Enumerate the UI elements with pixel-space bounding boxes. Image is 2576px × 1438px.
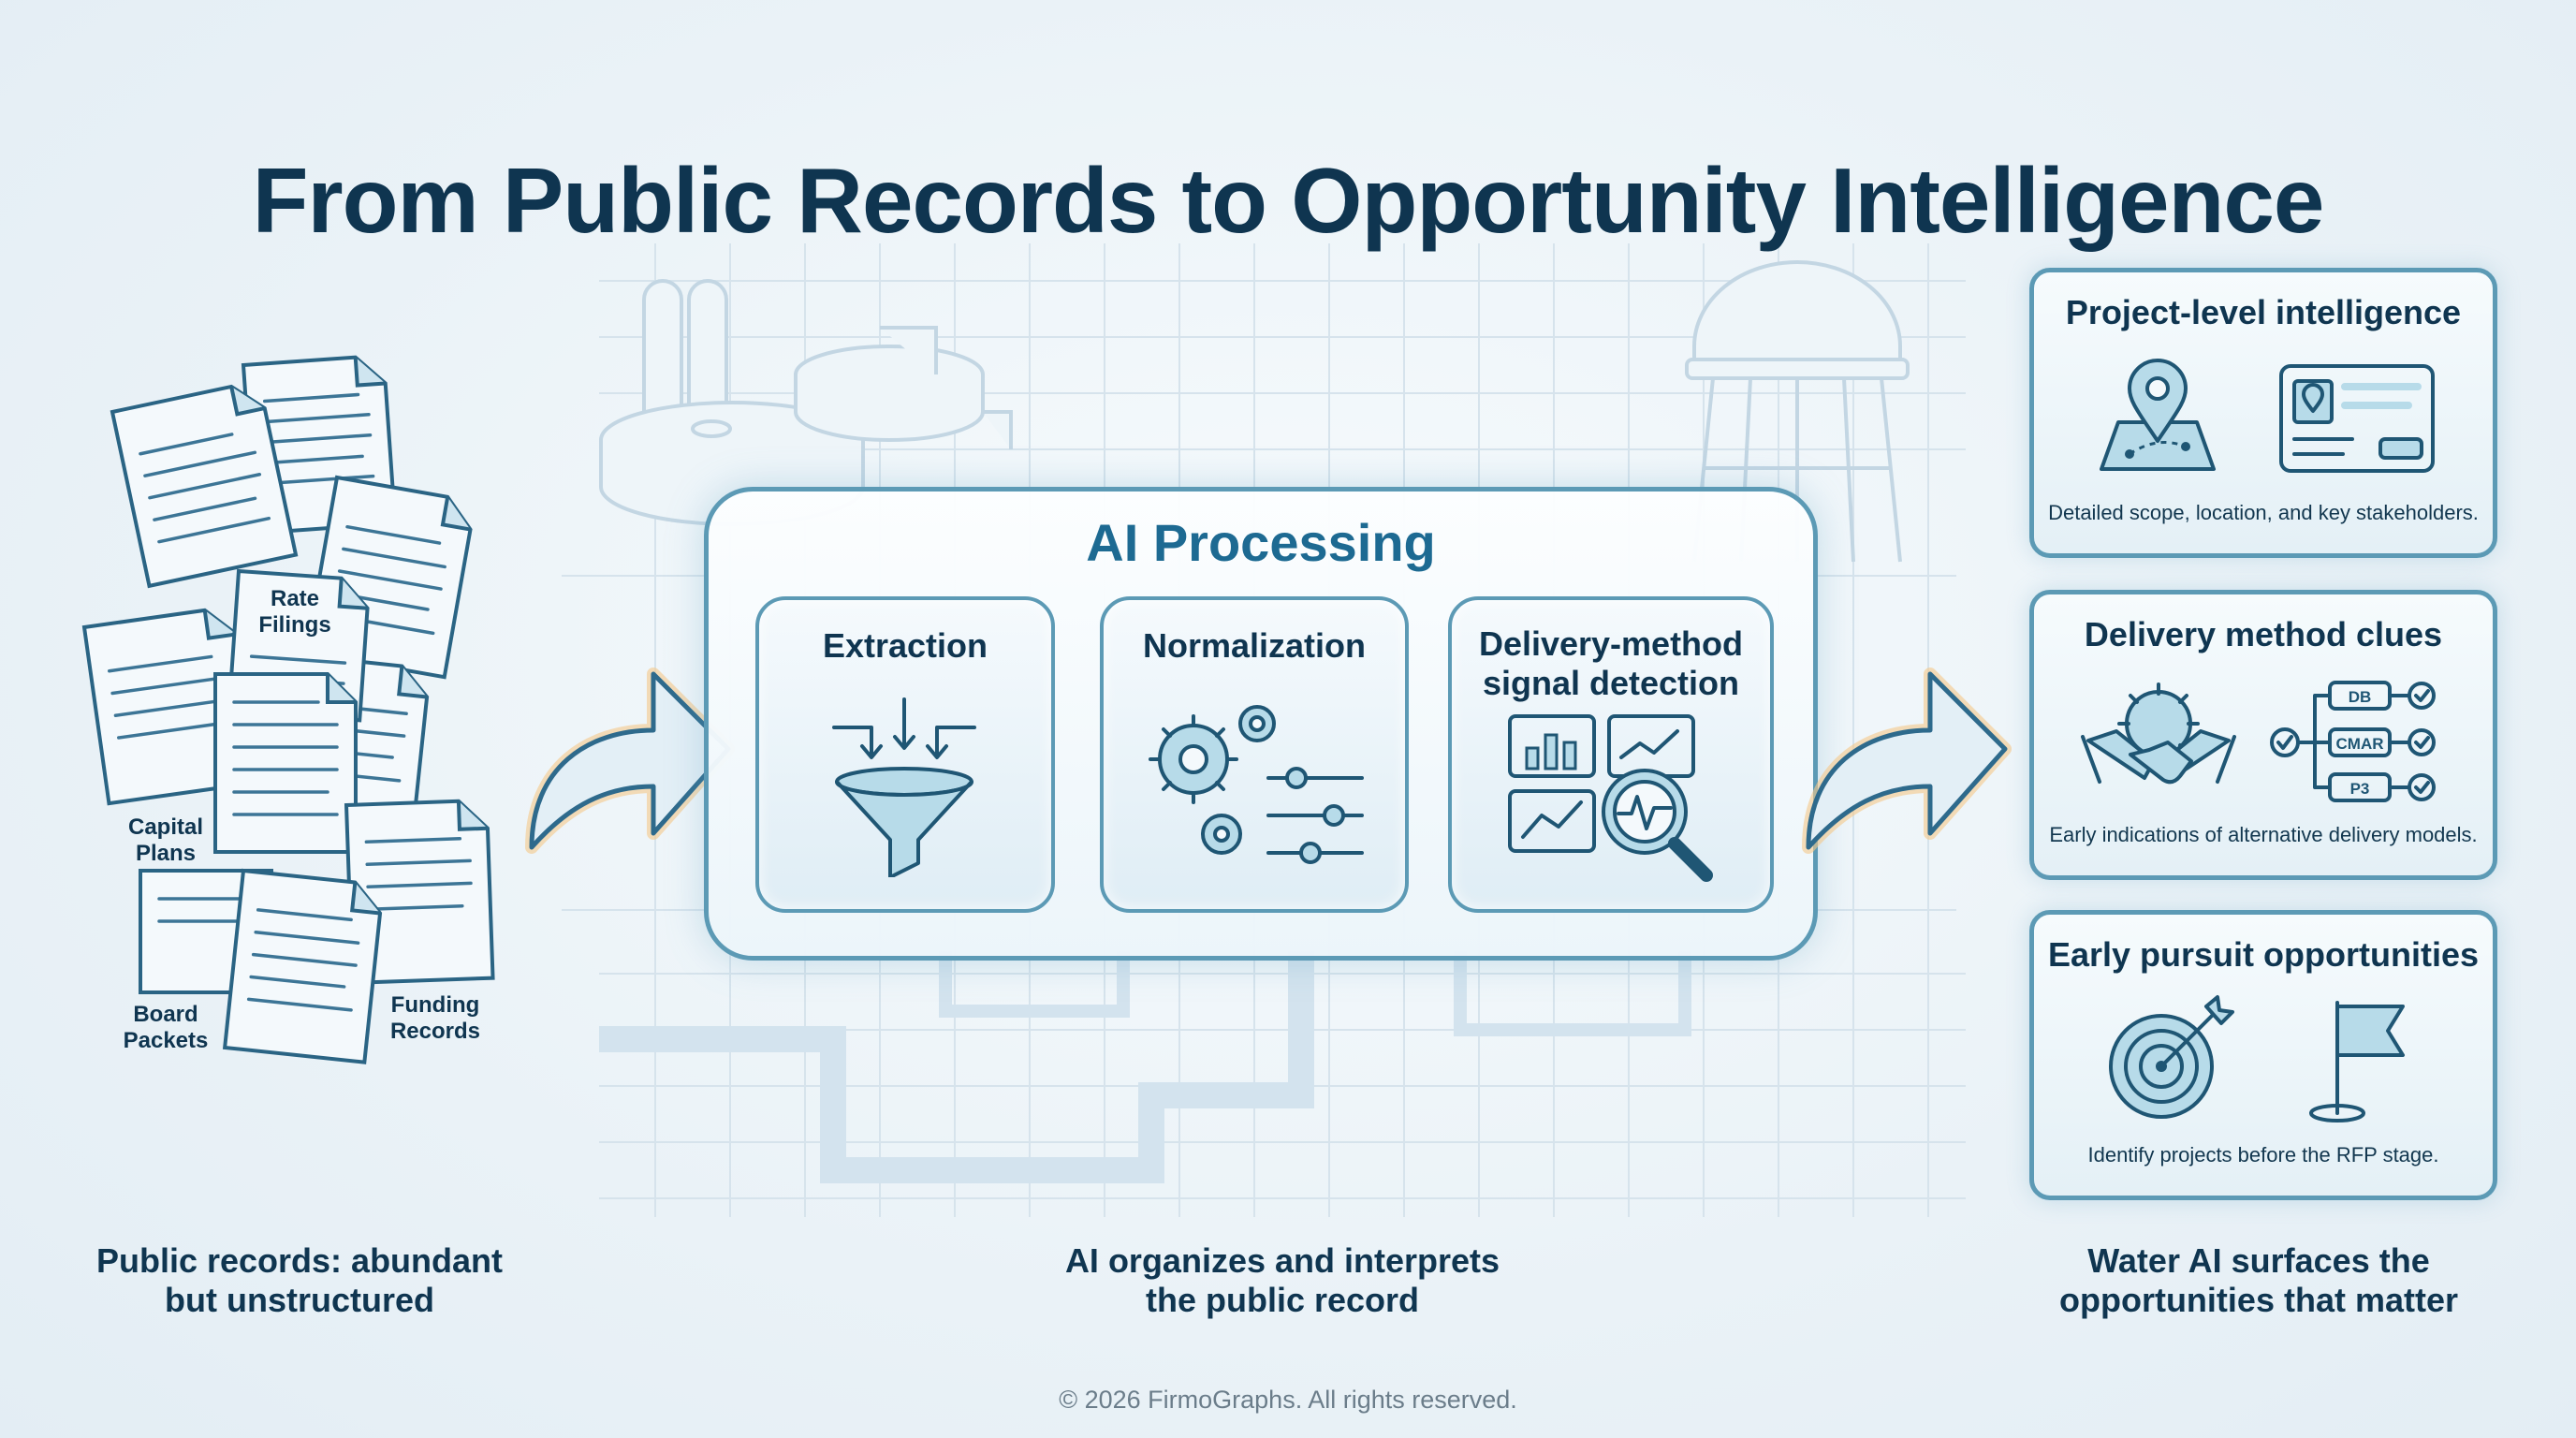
option-p3: P3 [2350,780,2370,798]
copyright-notice: © 2026 FirmoGraphs. All rights reserved. [1059,1386,1517,1414]
step-normalization: Normalization [1100,596,1409,913]
doc-label-rate-filings: Rate Filings [258,586,331,638]
flow-arrow-left-icon [525,668,735,854]
card-title: Project-level intelligence [2065,293,2462,331]
document-page [213,672,358,854]
doc-label-capital-plans: Capital Plans [127,814,203,866]
card-title: Delivery method clues [2084,615,2443,653]
caption-left: Public records: abundant but unstructure… [95,1241,504,1319]
card-description: Detailed scope, location, and key stakeh… [2048,501,2479,524]
gears-sliders-icon [1149,705,1364,864]
doc-label-funding-records: Funding Records [389,992,481,1044]
card-description: Early indications of alternative deliver… [2049,823,2478,846]
id-card-icon [2279,364,2435,473]
target-icon [2109,995,2234,1119]
output-card-delivery-method-clues: Delivery method clues DB CMAR P3 Early i… [2029,590,2497,880]
caption-right: Water AI surfaces the opportunities that… [2058,1241,2458,1319]
caption-center: AI organizes and interprets the public r… [1064,1241,1500,1319]
document-page [344,799,495,985]
delivery-options-icon: DB CMAR P3 [2270,681,2436,802]
flow-arrow-right-icon [1802,668,2012,854]
step-delivery-method-signal-detection: Delivery-method signal detection [1448,596,1774,913]
card-title: Early pursuit opportunities [2047,935,2480,974]
output-card-project-intelligence: Project-level intelligence Detailed scop… [2029,268,2497,558]
output-card-early-pursuit: Early pursuit opportunities Identify pro… [2029,910,2497,1200]
option-db: DB [2349,688,2372,706]
step-label: Delivery-method signal detection [1478,624,1744,702]
ai-processing-title: AI Processing [1086,513,1436,572]
card-description: Identify projects before the RFP stage. [2087,1143,2439,1167]
doc-label-board-packets: Board Packets [123,1002,209,1053]
handshake-gear-icon [2081,682,2236,785]
page-title: From Public Records to Opportunity Intel… [252,148,2325,252]
ai-processing-panel: AI Processing Extraction Normalization D… [704,487,1818,961]
option-cmar: CMAR [2336,735,2384,753]
map-pin-icon [2100,359,2216,471]
step-label: Normalization [1142,626,1367,665]
document-page [110,384,299,589]
step-extraction: Extraction [755,596,1055,913]
charts-magnifier-icon [1508,714,1713,882]
flag-icon [2309,1001,2405,1123]
document-pile-illustration [81,355,495,1064]
step-label: Extraction [822,626,988,665]
document-page [222,868,383,1064]
funnel-icon [832,697,976,877]
